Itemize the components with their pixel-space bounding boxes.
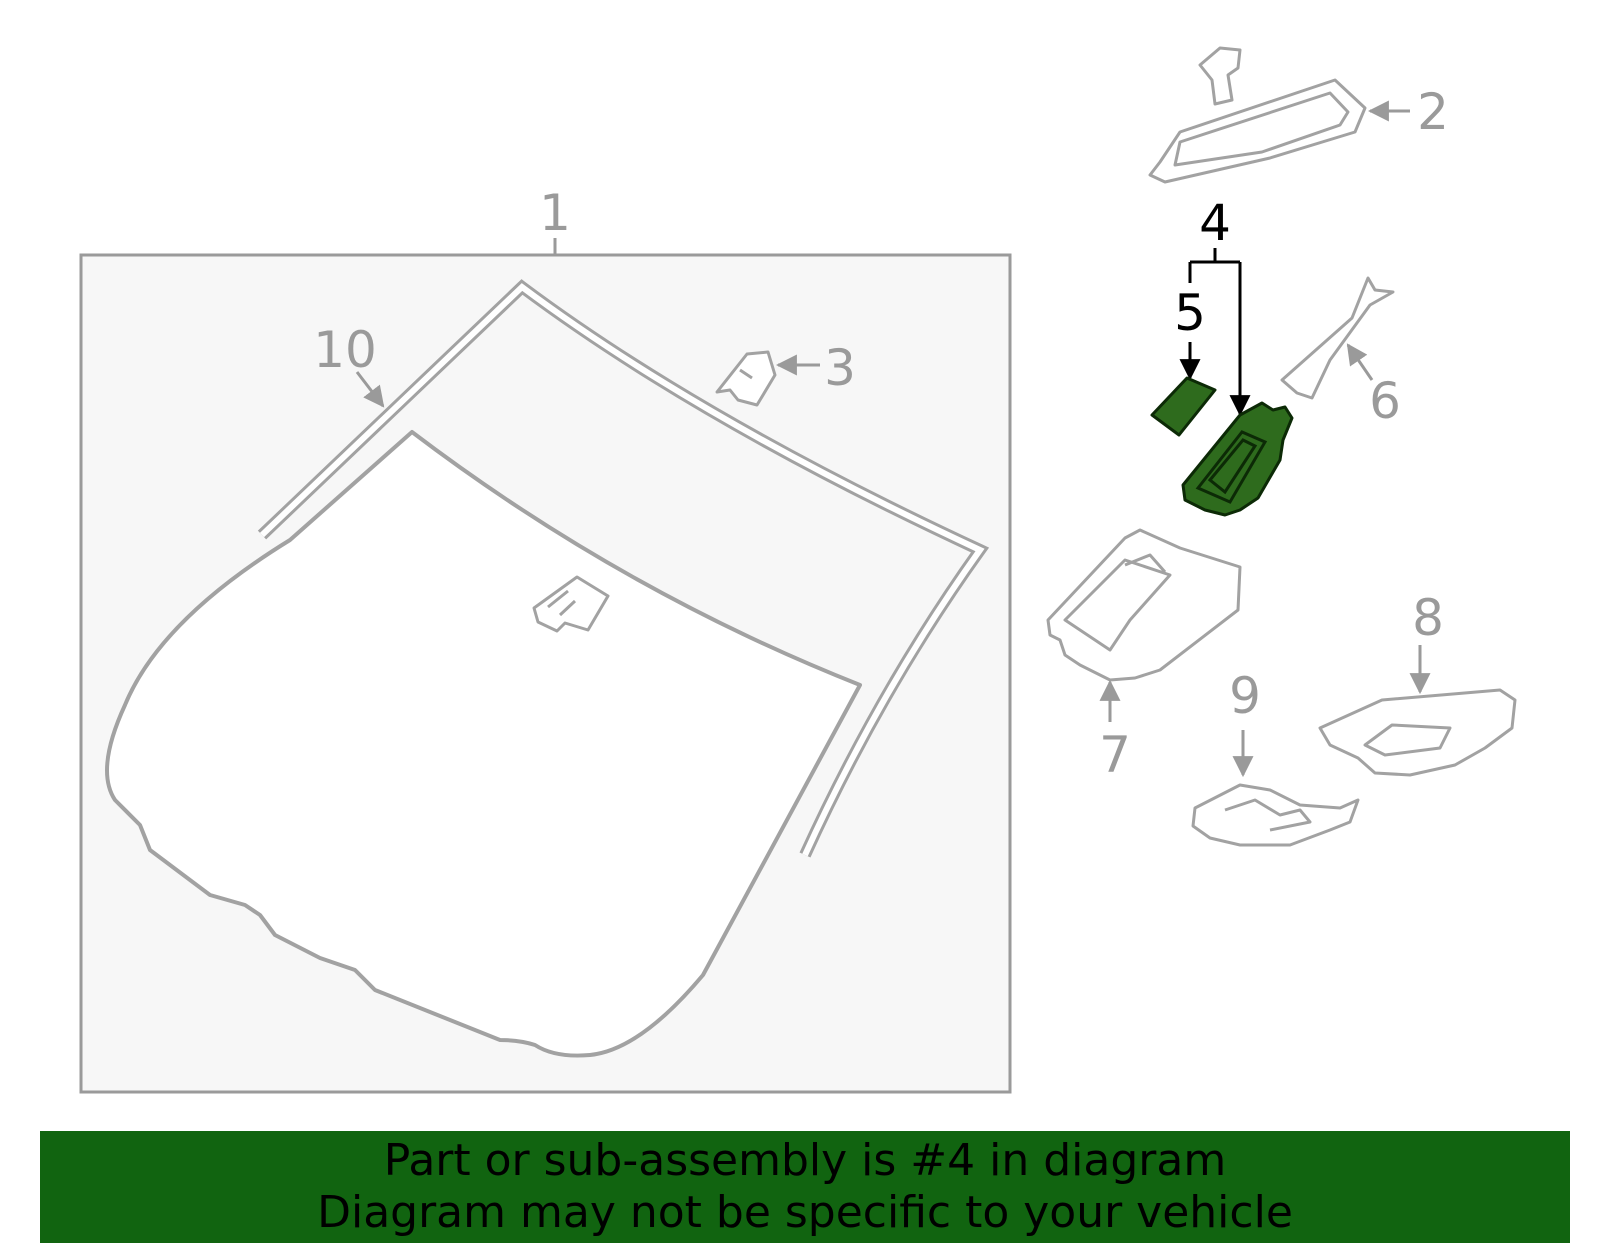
part-5-lens	[1150, 376, 1217, 437]
callout-10-arrow	[355, 371, 385, 408]
windshield-sensor-bracket	[532, 575, 610, 633]
mirror-mount-stem	[1198, 46, 1242, 106]
callout-7[interactable]: 7	[1099, 726, 1131, 784]
banner-line-part-number: Part or sub-assembly is #4 in diagram	[383, 1135, 1227, 1186]
callout-4[interactable]: 4	[1199, 194, 1231, 252]
callout-4-bracket	[1188, 248, 1240, 283]
callout-8[interactable]: 8	[1412, 589, 1444, 647]
callout-3[interactable]: 3	[824, 339, 856, 397]
info-banner: Part or sub-assembly is #4 in diagram Di…	[40, 1131, 1570, 1243]
windshield-glass	[105, 430, 862, 1058]
callout-6-arrow	[1346, 343, 1374, 381]
banner-line-disclaimer: Diagram may not be specific to your vehi…	[317, 1187, 1293, 1238]
part-4-lamp-assembly	[1181, 401, 1294, 517]
callout-5[interactable]: 5	[1174, 284, 1206, 342]
part-6-trim-piece	[1280, 276, 1395, 400]
callout-1[interactable]: 1	[539, 184, 571, 242]
part-3-clip	[715, 350, 777, 407]
callout-6[interactable]: 6	[1369, 372, 1401, 430]
callout-9[interactable]: 9	[1229, 667, 1261, 725]
callout-2[interactable]: 2	[1417, 83, 1449, 141]
callout-10[interactable]: 10	[313, 321, 377, 379]
